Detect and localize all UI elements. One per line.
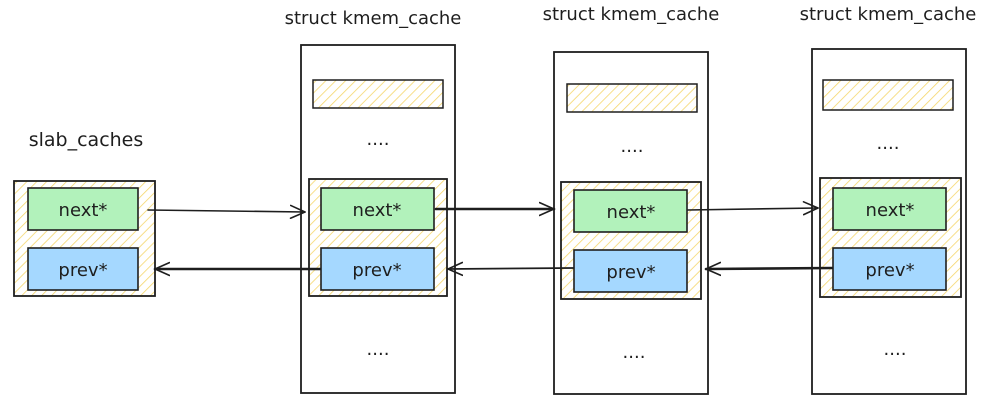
prev-label: prev* [865,260,914,281]
kmem-cache-title: struct kmem_cache [800,4,977,25]
kmem-cache-top-field [312,79,444,109]
kmem-cache-top-field [566,83,698,113]
top-ellipsis: .... [621,136,644,157]
top-ellipsis: .... [877,133,900,154]
head-next-field [27,187,139,231]
next-field [573,189,688,233]
next-arrow-head-to-cache1 [147,204,306,220]
kmem-cache-2: struct kmem_cache .... next* prev* .... [543,4,720,395]
bottom-ellipsis: .... [884,339,907,360]
slab-caches-label: slab_caches [29,129,144,151]
head-prev-field [27,247,139,291]
prev-field [832,247,947,291]
next-label: next* [607,202,656,223]
next-pointer-arrows [147,201,819,220]
prev-arrow-cache2-to-cache1 [447,261,574,277]
next-arrow-cache2-to-cache3 [687,201,819,216]
prev-label: prev* [352,260,401,281]
prev-arrow-cache3-to-cache2 [704,261,834,277]
kmem-cache-title: struct kmem_cache [543,4,720,25]
prev-label: prev* [606,262,655,283]
top-ellipsis: .... [367,129,390,150]
prev-pointer-arrows [153,261,834,277]
next-field [832,187,947,231]
bottom-ellipsis: .... [367,339,390,360]
head-prev-label: prev* [58,260,107,281]
kmem-cache-1: struct kmem_cache .... next* prev* .... [285,8,462,394]
kmem-cache-top-field [822,79,954,111]
next-field [320,187,435,231]
next-label: next* [353,200,402,221]
next-label: next* [866,200,915,221]
slab-caches-head: slab_caches next* prev* [13,129,156,297]
prev-field [573,249,688,293]
prev-field [320,247,435,291]
bottom-ellipsis: .... [623,342,646,363]
kmem-cache-title: struct kmem_cache [285,8,462,29]
head-next-label: next* [59,200,108,221]
kmem-cache-3: struct kmem_cache .... next* prev* .... [800,4,977,395]
